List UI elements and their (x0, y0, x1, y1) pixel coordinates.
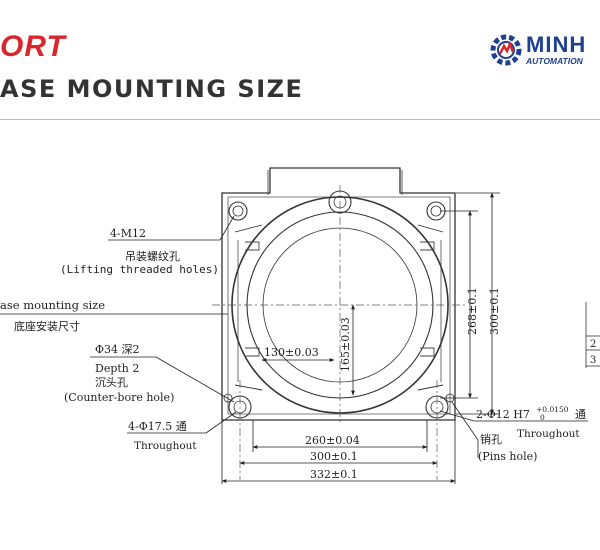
through-spec: 4-Φ17.5 通 (128, 420, 187, 433)
pins-spec-suffix: 通 (575, 408, 586, 421)
pin-hole (223, 393, 233, 403)
counterbore-en: (Counter-bore hole) (64, 391, 174, 404)
pins-zh: 销孔 (480, 432, 502, 446)
slot-marks (245, 241, 435, 357)
page-title: ASE MOUNTING SIZE (0, 75, 304, 103)
dimension-165-label: 165±0.03 (339, 317, 352, 372)
pins-tol-upper: +0.0150 (536, 405, 569, 414)
dimension-332-label: 332±0.1 (310, 468, 358, 481)
table-fragment (585, 302, 600, 368)
header-divider (0, 119, 600, 120)
lifting-zh: 吊装螺纹孔 (125, 249, 180, 263)
dimension-268-label: 268±0.1 (466, 287, 479, 335)
dimension-300-horizontal-label: 300±0.1 (310, 450, 358, 463)
base-zh: 底座安装尺寸 (14, 319, 80, 333)
logo-main-text: MINH (526, 32, 587, 57)
brand-logo-text: ORT (0, 30, 66, 63)
lifting-holes (228, 190, 446, 221)
pins-en2: (Pins hole) (478, 450, 537, 463)
minh-automation-logo: MINH AUTOMATION (488, 32, 600, 68)
dimension-260-label: 260±0.04 (305, 434, 360, 447)
pins-en: Throughout (517, 428, 580, 440)
table-cell-3: 3 (590, 355, 596, 366)
pins-callout (439, 401, 588, 458)
pins-tol-lower: 0 (540, 413, 545, 422)
logo-sub-text: AUTOMATION (526, 56, 583, 66)
counterbore-depth: Depth 2 (95, 362, 139, 375)
dimension-268 (440, 210, 478, 399)
table-cell-2: 2 (590, 339, 596, 350)
lifting-en: (Lifting threaded holes) (60, 263, 219, 276)
counterbore-callout (90, 356, 235, 403)
dimension-130-label: 130±0.03 (264, 346, 319, 359)
through-callout (127, 411, 237, 434)
gear-icon (490, 34, 522, 66)
dimension-332 (221, 420, 456, 484)
through-en: Throughout (134, 440, 197, 452)
lifting-callout (108, 215, 235, 241)
lifting-spec: 4-M12 (110, 227, 146, 240)
counterbore-spec: Φ34 深2 (95, 343, 140, 356)
counterbore-zh: 沉头孔 (95, 376, 128, 389)
dimension-300-vertical-label: 300±0.1 (488, 287, 501, 335)
dimension-260 (252, 420, 428, 452)
pins-spec-prefix: 2-Φ12 H7 (476, 408, 530, 421)
dimension-300-vertical (456, 192, 500, 415)
base-en: ase mounting size (0, 298, 105, 312)
lifting-hole (228, 201, 248, 221)
